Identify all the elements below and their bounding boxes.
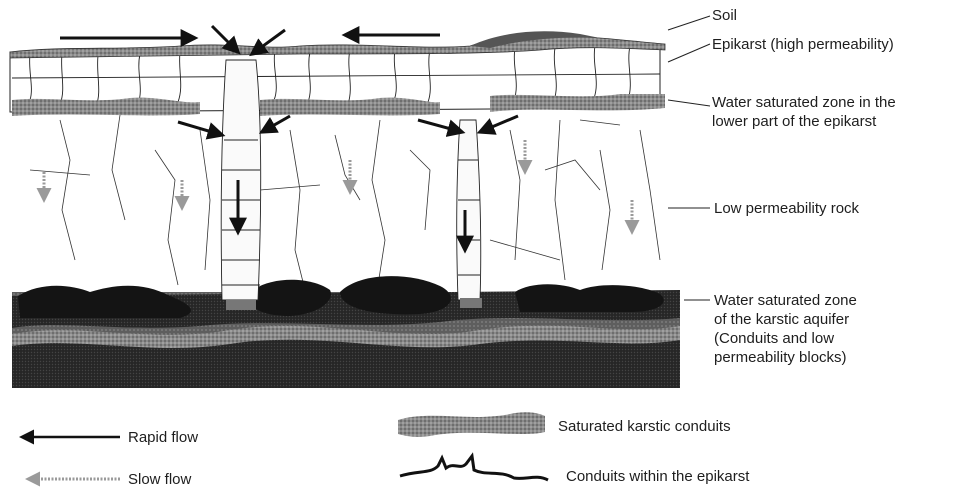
label-saturated-epikarst-line-2: lower part of the epikarst (712, 112, 896, 131)
low-permeability-rock (10, 110, 682, 295)
shaft-right-outlet (460, 298, 482, 308)
label-saturated-aquifer-line-1: Water saturated zone (714, 291, 857, 310)
shaft-left (221, 60, 261, 300)
label-saturated-aquifer-line-2: of the karstic aquifer (714, 310, 857, 329)
label-saturated-aquifer-line-4: permeability blocks) (714, 348, 857, 367)
legend-saturated-conduits-label: Saturated karstic conduits (558, 417, 731, 436)
legend-rapid-flow-label: Rapid flow (128, 428, 198, 447)
legend-saturated-conduit-swatch (398, 412, 545, 437)
label-saturated-epikarst: Water saturated zone in the lower part o… (712, 93, 896, 131)
label-saturated-epikarst-line-1: Water saturated zone in the (712, 93, 896, 112)
label-epikarst: Epikarst (high permeability) (712, 35, 894, 54)
legend-epikarst-conduit-swatch (400, 456, 548, 480)
legend-slow-flow-label: Slow flow (128, 470, 191, 489)
label-saturated-aquifer-line-3: (Conduits and low (714, 329, 857, 348)
label-saturated-aquifer: Water saturated zone of the karstic aqui… (714, 291, 857, 367)
shaft-right (457, 120, 481, 300)
legend-epikarst-conduits-label: Conduits within the epikarst (566, 467, 749, 486)
label-low-permeability-rock: Low permeability rock (714, 199, 859, 218)
label-soil: Soil (712, 6, 737, 25)
shaft-left-outlet (226, 300, 256, 310)
